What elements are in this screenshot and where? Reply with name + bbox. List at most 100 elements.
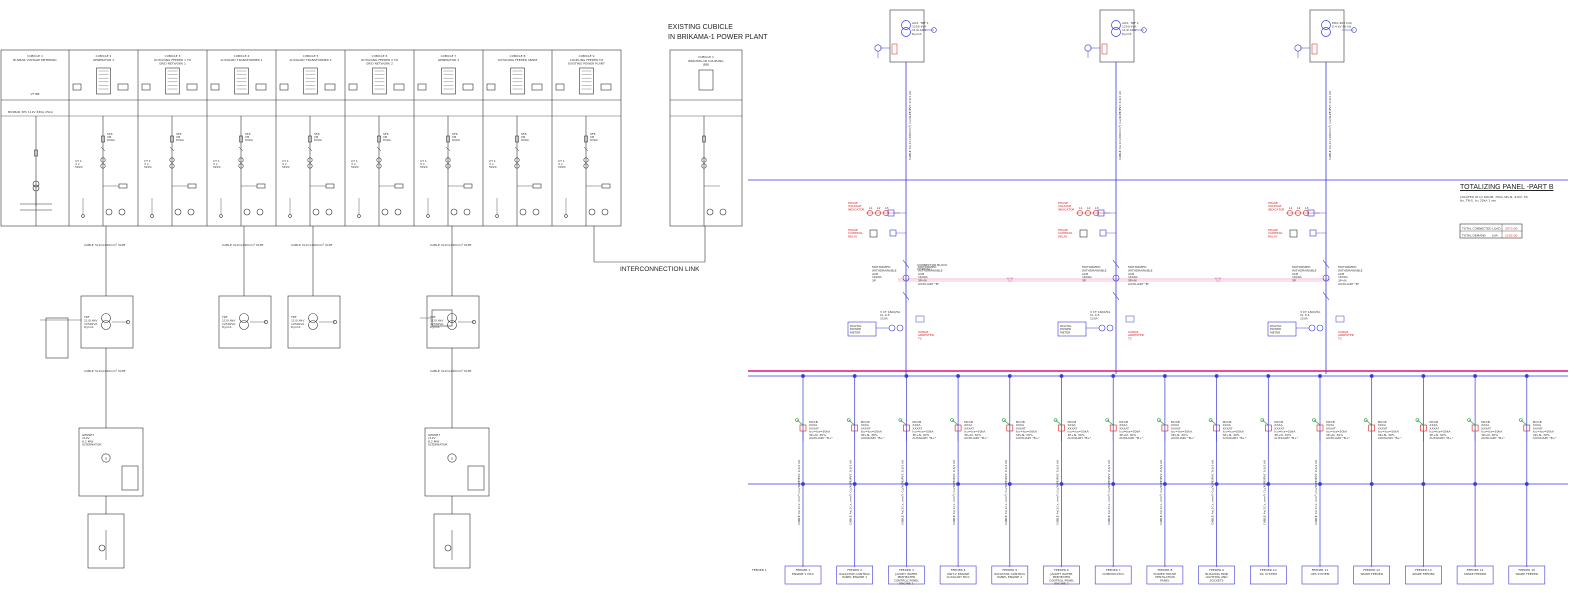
- mccb-spec: MCCB: [1119, 420, 1128, 424]
- feeder-node: [1266, 482, 1271, 486]
- feeder-cable-spec: CABLE 4x(1Cx..mm²) Cu/XLPE/PVC 0.6/1 kV: [1211, 459, 1215, 525]
- meter-box: [600, 83, 612, 91]
- phase-control-relay-label: RELAY: [1058, 234, 1068, 238]
- feeder-name: PREHEATER: [898, 575, 916, 579]
- generator-control: [121, 465, 139, 491]
- aux-box: [118, 183, 128, 189]
- meter-box: [348, 83, 358, 91]
- current-transformer: [376, 157, 382, 163]
- disconnector: [307, 146, 313, 152]
- breaker-spec: SF6: [245, 132, 251, 136]
- total-connected-load-value: 2073.00: [1505, 227, 1517, 231]
- cubicle-number: CUBICLE 4: [234, 54, 250, 58]
- feeder-box: [836, 565, 874, 585]
- feeder-cable-spec: CABLE 4x(1Cx..mm²) Cu/XLPE/PVC 0.6/1 kV: [1262, 459, 1266, 525]
- acb-spec: MOTORIZED: [1338, 265, 1357, 269]
- circuit-breaker: [702, 135, 706, 143]
- generator-control: [467, 465, 485, 491]
- cubicle-number: CUBICLE 7: [441, 54, 457, 58]
- feeder-cable-spec: CABLE 4x(1Cx..mm²) Cu/XLPE/PVC 0.6/1 kV: [1159, 459, 1163, 525]
- breaker-spec: CB: [245, 135, 249, 139]
- feeder-id: FEEDER 6: [1054, 568, 1069, 572]
- bus-tap-node: [1421, 374, 1426, 378]
- transformer-spec: TRF: [429, 315, 436, 319]
- breaker-spec: CB: [176, 135, 180, 139]
- phase-control-relay-label: PHASE: [848, 228, 858, 232]
- ct-spec: CL 0.5: [1090, 313, 1100, 317]
- mccb-spec: XXXA: [1429, 423, 1438, 427]
- bus-tap-node: [852, 374, 857, 378]
- earth-symbol: [381, 208, 389, 216]
- mccb-trip-link: [1468, 419, 1476, 426]
- mccb-trip: [1519, 418, 1523, 422]
- mccb-spec: Icu=Ics=50kA: [1326, 430, 1348, 434]
- control-relay-box: [1309, 229, 1317, 237]
- transformer-enclosure: [218, 295, 272, 349]
- circuit-breaker: [446, 135, 450, 143]
- feeder-name: UNIT-2 ENGINE: [947, 572, 969, 576]
- feeder-box: [991, 565, 1029, 585]
- digital-meter-label: DIGITAL: [850, 324, 862, 328]
- cubicle-name: BUSBAR VOLTAGE METERING: [13, 58, 57, 62]
- generator-letter: G: [451, 457, 454, 461]
- mccb-spec: 3P+N, 30%: [1326, 433, 1343, 437]
- phase-voltage-indicator-label: VOLTAGE: [1058, 204, 1072, 208]
- meter-box: [324, 83, 336, 91]
- ct-spec: CT 1: [144, 159, 151, 163]
- protection-relay: [234, 67, 249, 95]
- phase-label: L1: [1289, 206, 1293, 210]
- phase-voltage-indicator-label: VOLTAGE: [848, 204, 862, 208]
- feeder-name: JACKET WATER: [1049, 572, 1072, 576]
- current-transformer: [701, 157, 707, 163]
- meter-box: [462, 83, 474, 91]
- mccb-spec: AUXILIARY "B+": [809, 436, 833, 440]
- generator-panel: [424, 427, 490, 497]
- control-relay-box: [889, 229, 897, 237]
- mccb-spec: 3P+N, 30%: [1223, 433, 1240, 437]
- protection-relay: [96, 67, 111, 95]
- mccb-spec: Icu=Ics=50kA: [1274, 430, 1296, 434]
- total-demand-label: TOTAL DEMAND: [1461, 234, 1487, 238]
- interlock-symbol: [1006, 277, 1014, 283]
- generator-symbol: [101, 453, 111, 463]
- transformer-cubicle: [889, 9, 925, 63]
- mccb-spec: MCCB: [1326, 420, 1335, 424]
- phase-voltage-indicator-label: PHASE: [1268, 201, 1278, 205]
- feeder-name: SPARE FEEDER: [1412, 572, 1434, 576]
- feeder-box: [888, 565, 925, 585]
- earth-node: [219, 214, 223, 218]
- generator-spec: ALTERNATOR: [428, 443, 447, 447]
- digital-power-meter: [1057, 321, 1087, 337]
- transformer-symbol: [1321, 27, 1331, 37]
- surge-arrester-label: SURGE: [1338, 330, 1349, 334]
- phase-voltage-indicator-label: INDICATOR: [1268, 207, 1285, 211]
- mccb-spec: AUXILIARY "B+": [1119, 436, 1143, 440]
- acb-label: WITHDRAWABLE: [1082, 268, 1107, 272]
- mccb-trip: [1105, 418, 1109, 422]
- breaker-spec: CB: [107, 135, 111, 139]
- bus-tap-node: [1318, 374, 1322, 378]
- acb-contact: [902, 259, 910, 269]
- generator-spec: 11kV: [82, 436, 91, 440]
- meter-box: [210, 83, 220, 91]
- mccb-spec: Icu=Ics=50kA: [1016, 430, 1038, 434]
- acb-label: 1600A: [1082, 275, 1093, 279]
- disconnector: [169, 146, 175, 152]
- mccb-spec: 3P+N, 30%: [809, 433, 826, 437]
- phase-control-relay-label: CONTROL: [1058, 231, 1073, 235]
- feeder-id: FEEDER 14: [1467, 568, 1484, 572]
- acb-label: ACB: [1082, 272, 1088, 276]
- mccb-spec: Icu=Ics=50kA: [1533, 430, 1555, 434]
- feeder-name: UPS SYSTEM: [1311, 572, 1330, 576]
- meter-box: [393, 83, 405, 91]
- ground-node: [931, 27, 937, 33]
- transformer-rating: 11/0.4 kV: [912, 28, 927, 32]
- digital-power-meter: [847, 321, 877, 337]
- ct-symbol: [896, 324, 904, 332]
- acb-spec: MOTORIZED: [1128, 265, 1147, 269]
- digital-meter-label: METER: [1060, 330, 1070, 334]
- aux-box: [256, 183, 266, 189]
- feeder-node: [1473, 482, 1478, 486]
- mccb-spec: Icu=Ics=50kA: [1171, 430, 1193, 434]
- feeder-id: FEEDER 3: [899, 568, 914, 572]
